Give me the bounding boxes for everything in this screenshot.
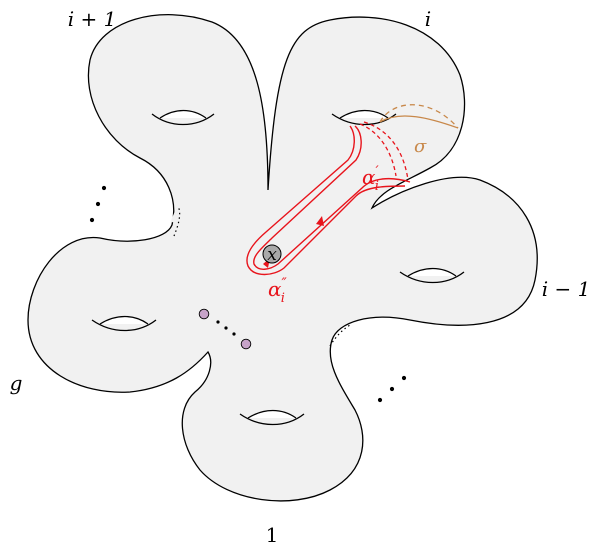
label-sigma: σ [414,136,427,157]
label-lobe-i-plus-1: i + 1 [68,7,117,31]
surface-outline [27,14,538,502]
label-lobe-g: g [10,371,23,395]
alpha-dashed-1 [359,123,397,177]
sigma-curve-front [379,115,459,129]
alpha-i-dprime-curve [246,125,406,276]
handle-bottom [239,409,305,426]
label-lobe-1: 1 [266,523,279,547]
alpha-dashed-2 [363,121,409,181]
marked-points-ellipsis [216,320,236,336]
label-lobe-i-minus-1: i − 1 [542,277,591,301]
handle-top-left [151,109,215,126]
ellipsis-bottom-right [377,375,407,403]
sigma-curve-back [379,104,459,129]
handle-left [91,315,157,332]
marked-point-2 [240,338,252,350]
ellipsis-left [89,185,107,223]
alpha-arrow-2 [316,216,324,226]
basepoint-x-label: x [267,245,277,265]
alpha-i-prime-curve [253,125,411,270]
label-lobe-i: i [425,7,431,31]
cut-left-dotted [170,199,180,223]
handle-right [399,267,465,284]
marked-point-1 [198,308,210,320]
label-alpha-i-dprime: α″i [268,276,288,306]
basepoint-x [262,244,282,264]
label-alpha-i-prime: α′i [362,164,380,194]
